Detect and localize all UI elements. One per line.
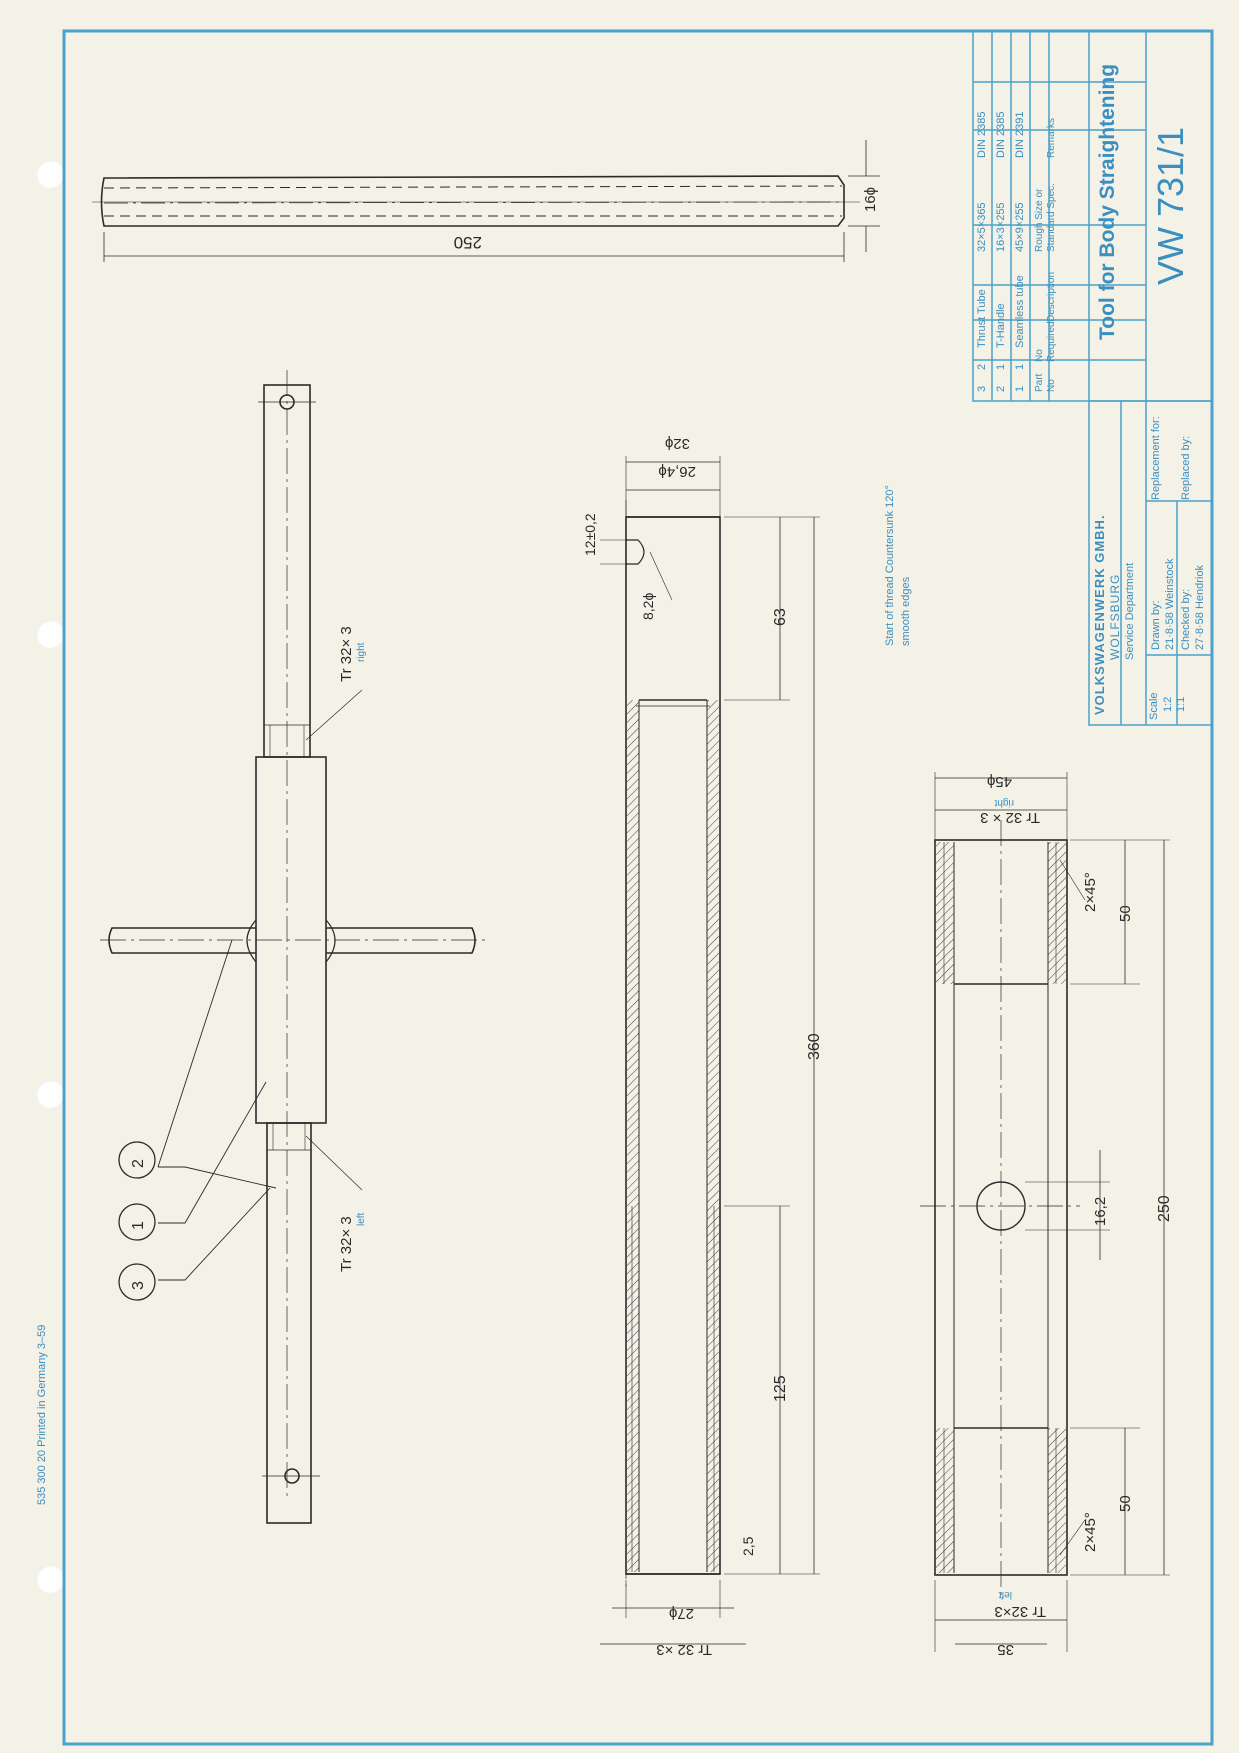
seamless-length-bottom: 50 <box>1117 1495 1134 1512</box>
thrust-note-2: smooth edges <box>900 576 912 646</box>
parts-row-2: 21T-Handle16×3×255DIN 2385 <box>995 111 1007 392</box>
punch-hole <box>36 620 64 648</box>
thread-top-label: Tr 32× 3 <box>338 626 355 682</box>
thrust-hole-dim: 8,2ϕ <box>640 592 656 620</box>
assembly-view <box>100 370 490 1524</box>
company-name: VOLKSWAGENWERK GMBH. <box>1092 514 1107 715</box>
seamless-thread-top-side: right <box>994 797 1014 808</box>
thread-top-side: right <box>356 642 367 662</box>
thrust-bore-length: 63 <box>772 608 789 626</box>
drawn-value: 21·8·58 Weinstock <box>1164 558 1176 650</box>
thrust-bottom-diameter: 27ϕ <box>668 1605 694 1622</box>
checked-label: Checked by: <box>1180 588 1192 650</box>
drawing-title: Tool for Body Straightening <box>1096 63 1119 340</box>
sheet-frame <box>62 29 1214 1746</box>
seamless-bottom-dim: 35 <box>997 1641 1014 1658</box>
seamless-hole-dim: 16,2 <box>1092 1196 1109 1226</box>
handle-view <box>92 140 880 262</box>
seamless-thread-top: Tr 32 × 3 <box>980 809 1040 826</box>
parts-row-3: 32Thrust Tube32×5×365DIN 2385 <box>976 111 988 392</box>
drawn-label: Drawn by: <box>1150 600 1162 650</box>
replacement-label: Replacement for: <box>1150 416 1162 500</box>
seamless-outer-diameter: 45ϕ <box>986 773 1012 790</box>
balloon-3: 3 <box>130 1281 147 1290</box>
thread-bottom-label: Tr 32× 3 <box>338 1216 355 1272</box>
thrust-chamfer: 2,5 <box>740 1536 756 1556</box>
balloon-1: 1 <box>130 1221 147 1230</box>
thrust-groove-dim: 12±0,2 <box>582 513 598 556</box>
print-info: 535 300 20 Printed in Germany 3–59 <box>36 1324 48 1505</box>
seamless-thread-bottom-side: left <box>998 1589 1012 1600</box>
thrust-thread-length: 125 <box>772 1375 789 1402</box>
seamless-thread-bottom: Tr 32×3 <box>994 1603 1046 1620</box>
thrust-thread: Tr 32 ×3 <box>656 1641 712 1658</box>
parts-headers: Part NoNo RequiredDescriptionRough Size … <box>1034 117 1057 392</box>
seamless-tube-section <box>920 772 1170 1652</box>
thrust-note-1: Start of thread Countersunk 120° <box>884 485 896 646</box>
scale-label: Scale <box>1148 692 1160 720</box>
punch-hole <box>36 160 64 188</box>
replaced-label: Replaced by: <box>1180 435 1192 500</box>
handle-length-dim: 250 <box>453 233 482 252</box>
punch-hole <box>36 1565 64 1593</box>
seamless-chamfer-bottom: 2×45° <box>1082 1512 1099 1552</box>
seamless-total-length: 250 <box>1156 1195 1173 1222</box>
parts-row-1: 11Seamless tube45×9×255DIN 2391 <box>1014 111 1026 392</box>
handle-diameter-dim: 16ϕ <box>862 186 879 212</box>
company-department: Service Department <box>1124 562 1136 660</box>
thrust-tube-section <box>600 456 820 1645</box>
thrust-inner-diameter: 26,4ϕ <box>658 463 696 480</box>
company-city: WOLFSBURG <box>1108 573 1122 660</box>
scale-2: 1:1 <box>1175 696 1187 712</box>
scale-1: 1:2 <box>1162 696 1174 712</box>
thrust-outer-diameter: 32ϕ <box>664 435 690 452</box>
seamless-length-top: 50 <box>1117 905 1134 922</box>
checked-value: 27·8·58 Hendriok <box>1194 565 1206 650</box>
thrust-total-length: 360 <box>806 1033 823 1060</box>
seamless-chamfer-top: 2×45° <box>1082 872 1099 912</box>
drawing-number: VW 731/1 <box>1150 126 1191 285</box>
balloon-2: 2 <box>130 1159 147 1168</box>
title-block <box>972 30 1213 726</box>
punch-hole <box>36 1080 64 1108</box>
thread-bottom-side: left <box>356 1212 367 1226</box>
